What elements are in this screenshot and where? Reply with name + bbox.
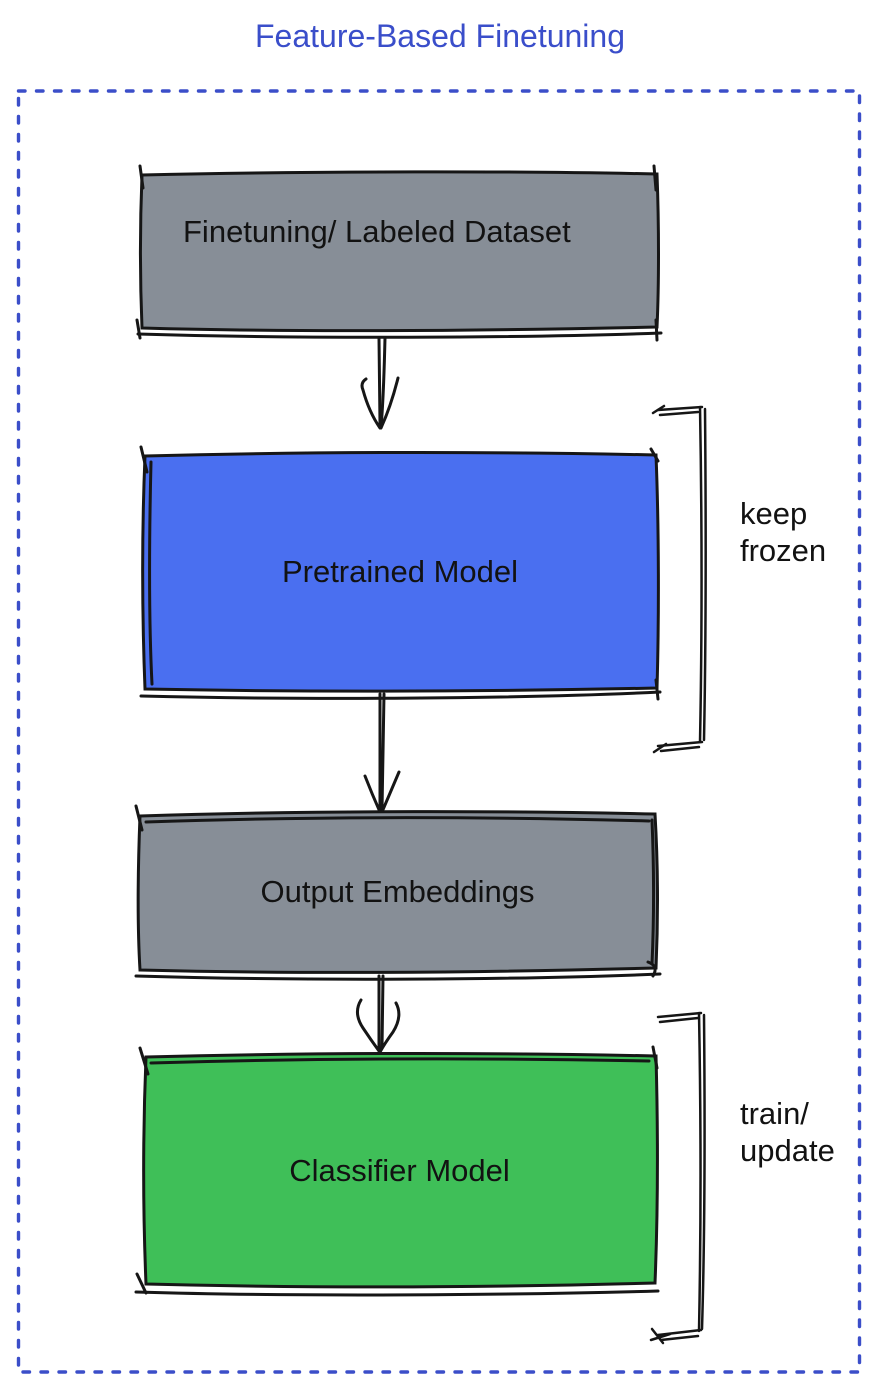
node-fill-finetuning-dataset [139, 170, 660, 333]
node-box-output-embeddings [134, 804, 662, 981]
node-box-finetuning-dataset [135, 164, 663, 342]
node-fill-classifier-model [142, 1052, 659, 1289]
arrow-pretrained-to-embeddings [363, 692, 401, 814]
dotted-frame [16, 89, 862, 1374]
bracket-train-update [649, 1011, 706, 1345]
annotation-keep-frozen: keep frozen [740, 496, 827, 568]
annotation-train-update: train/ update [740, 1096, 835, 1168]
diagram-title: Feature-Based Finetuning [255, 18, 625, 54]
arrow-embeddings-to-classifier [356, 974, 401, 1056]
arrow-dataset-to-pretrained [360, 336, 400, 430]
bracket-keep-frozen [651, 404, 707, 754]
node-box-pretrained-model [139, 445, 662, 701]
node-box-classifier-model [134, 1045, 660, 1297]
node-fill-output-embeddings [136, 810, 659, 974]
node-fill-pretrained-model [141, 451, 660, 693]
